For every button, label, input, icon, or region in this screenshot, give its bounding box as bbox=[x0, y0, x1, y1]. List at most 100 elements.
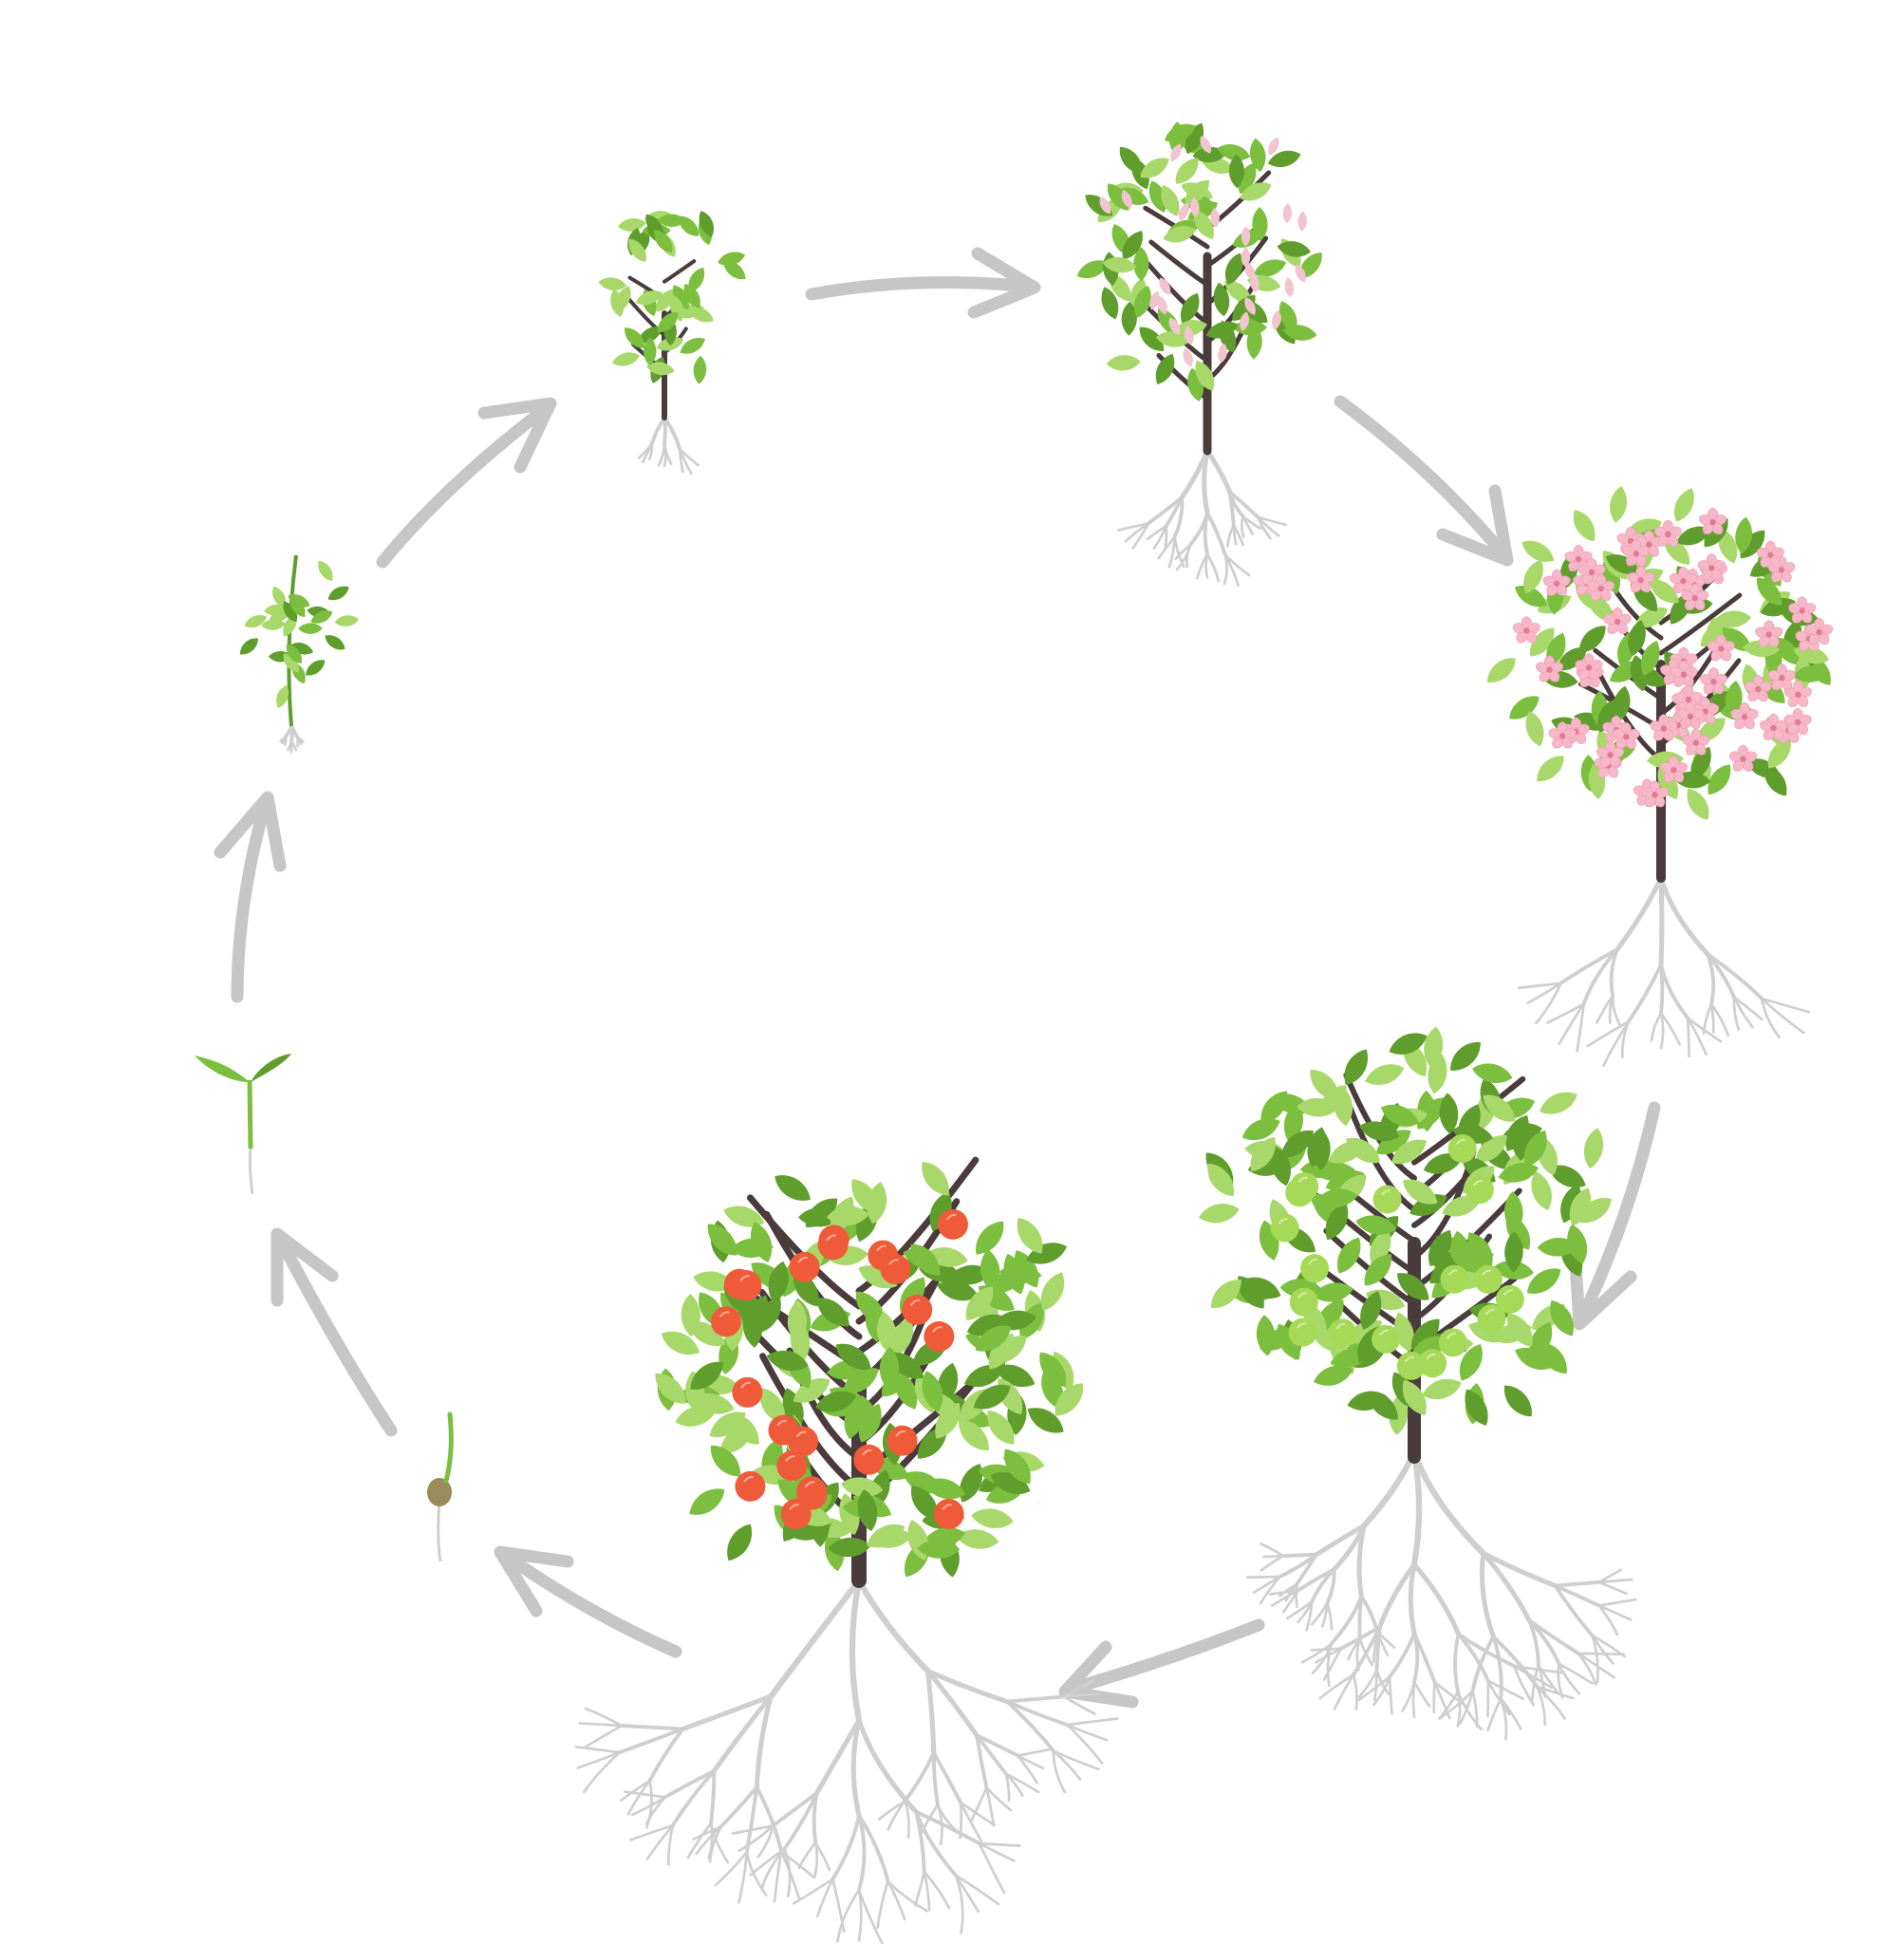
fruit bbox=[1447, 1134, 1477, 1164]
leaf bbox=[1197, 1200, 1241, 1227]
blossom bbox=[1601, 607, 1633, 637]
leaf bbox=[1531, 749, 1570, 788]
roots bbox=[1116, 448, 1287, 588]
blossom bbox=[1705, 633, 1737, 664]
leaf bbox=[298, 623, 323, 635]
fruit bbox=[853, 1444, 885, 1475]
foliage bbox=[597, 208, 750, 386]
fruit bbox=[1438, 1328, 1467, 1357]
fruit bbox=[796, 1476, 828, 1507]
fruit bbox=[887, 1425, 918, 1456]
fruit bbox=[1270, 1213, 1299, 1243]
blossom bbox=[1652, 519, 1684, 550]
seed bbox=[427, 1478, 452, 1506]
arrow-seed-to-sprout bbox=[271, 1227, 398, 1437]
blossom bbox=[1766, 663, 1798, 693]
blossom bbox=[1758, 713, 1789, 743]
stage-sprout bbox=[195, 1054, 291, 1195]
arrow-flowering-to-unripe bbox=[1569, 1101, 1661, 1331]
blossom bbox=[1585, 573, 1617, 604]
bud bbox=[1297, 211, 1308, 232]
roots bbox=[637, 416, 700, 476]
blossom bbox=[1658, 755, 1689, 786]
fruit bbox=[1418, 1349, 1447, 1378]
fruit bbox=[735, 1470, 766, 1502]
ripe-fruits bbox=[710, 1208, 968, 1530]
cycle-arrows bbox=[214, 247, 1661, 1709]
root bbox=[437, 1499, 442, 1562]
fruit bbox=[1300, 1254, 1330, 1283]
blossom bbox=[1783, 680, 1814, 710]
fruit bbox=[1372, 1324, 1401, 1354]
stage-tree-with-ripe-fruit bbox=[574, 1155, 1119, 1944]
blossom bbox=[1728, 701, 1761, 732]
blossom bbox=[1610, 721, 1642, 752]
blossom bbox=[1648, 713, 1680, 744]
blossom bbox=[1742, 674, 1774, 704]
fruit bbox=[902, 1294, 933, 1325]
blossom bbox=[1695, 552, 1727, 584]
blossom bbox=[1639, 779, 1671, 811]
roots bbox=[279, 724, 305, 754]
fruit bbox=[933, 1499, 964, 1530]
fruit bbox=[780, 1499, 812, 1530]
fruit bbox=[924, 1320, 955, 1352]
blossom bbox=[1672, 684, 1705, 715]
fruit bbox=[731, 1270, 762, 1301]
leaf bbox=[322, 630, 348, 654]
roots bbox=[1245, 1449, 1637, 1741]
fruit bbox=[937, 1208, 968, 1240]
fruit bbox=[776, 1450, 808, 1482]
blossoms bbox=[1510, 507, 1835, 811]
leaf bbox=[325, 582, 352, 605]
leaf bbox=[1536, 1086, 1581, 1120]
blossom bbox=[1534, 655, 1565, 685]
fruit bbox=[789, 1251, 820, 1282]
shoot bbox=[443, 1411, 454, 1484]
cotyledon-left bbox=[195, 1056, 250, 1082]
blossom bbox=[1754, 540, 1786, 570]
blossom bbox=[1782, 707, 1814, 738]
arrow-unripe-to-fruiting bbox=[1058, 1618, 1265, 1709]
leaf bbox=[955, 1526, 1000, 1552]
leaf bbox=[1482, 651, 1521, 689]
foliage bbox=[1073, 119, 1328, 403]
leaf bbox=[1580, 1126, 1607, 1170]
leaf bbox=[1607, 484, 1630, 525]
fruit bbox=[1396, 1351, 1426, 1380]
green-fruits bbox=[1270, 1134, 1524, 1380]
leaf bbox=[334, 613, 360, 628]
fruit bbox=[732, 1376, 763, 1408]
fruit bbox=[817, 1229, 849, 1261]
leaf bbox=[1669, 484, 1700, 526]
blossom bbox=[1510, 615, 1542, 646]
roots bbox=[1517, 875, 1811, 1067]
fruit bbox=[1289, 1287, 1318, 1317]
blossom bbox=[1668, 566, 1699, 596]
fruit bbox=[1290, 1171, 1319, 1201]
blossom bbox=[1698, 666, 1729, 697]
blossom bbox=[1765, 554, 1798, 586]
fruit bbox=[1495, 1284, 1524, 1314]
leaf bbox=[969, 1505, 1016, 1532]
blossom bbox=[1753, 620, 1785, 650]
fruit bbox=[788, 1426, 819, 1457]
leaf bbox=[302, 656, 328, 680]
stage-flowering-tree bbox=[1482, 484, 1838, 1067]
fruit bbox=[1372, 1185, 1402, 1214]
blossom bbox=[1668, 660, 1700, 690]
foliage bbox=[236, 557, 360, 710]
blossom bbox=[1727, 744, 1759, 775]
stem bbox=[247, 1079, 253, 1150]
fruit bbox=[880, 1254, 911, 1285]
stage-sapling bbox=[597, 208, 750, 476]
leaf bbox=[692, 355, 707, 385]
fruit bbox=[710, 1306, 741, 1337]
blossom bbox=[1620, 538, 1652, 570]
fruit bbox=[1288, 1318, 1317, 1347]
fruit bbox=[1440, 1264, 1469, 1294]
leaf bbox=[610, 348, 642, 369]
blossom bbox=[1680, 728, 1712, 758]
cotyledon-right bbox=[251, 1054, 291, 1082]
